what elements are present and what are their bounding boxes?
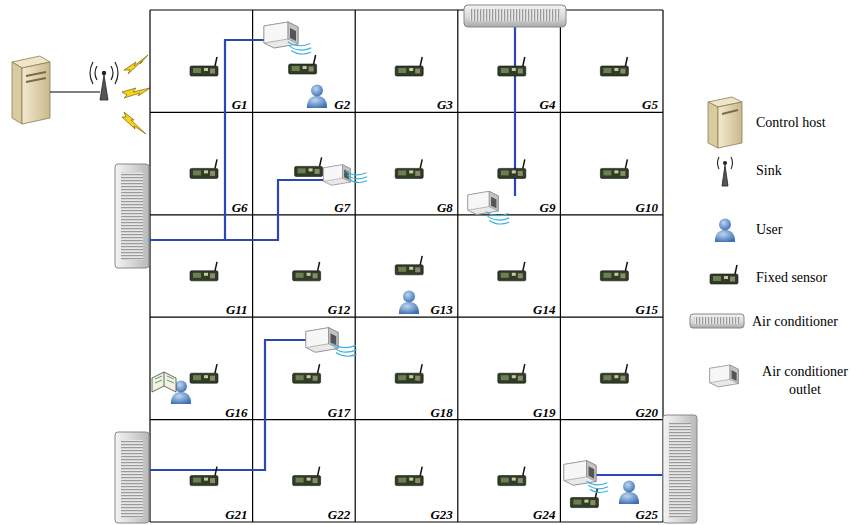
legend-ac-icon	[690, 314, 744, 328]
air-outlet	[264, 22, 311, 54]
grid-cell: G10	[560, 112, 663, 214]
legend-sink-icon	[718, 157, 733, 186]
cell-label: G9	[540, 201, 556, 214]
cell-label: G17	[328, 406, 350, 419]
grid-cell: G9	[458, 112, 561, 214]
cell-label: G10	[636, 201, 658, 214]
grid-cell: G16	[150, 317, 253, 419]
legend-user-icon	[715, 219, 735, 242]
legend-text: Control host	[756, 114, 864, 132]
grid-cell: G19	[458, 317, 561, 419]
cell-label: G7	[334, 201, 350, 214]
grid-cell: G5	[560, 10, 663, 112]
grid-cell: G24	[458, 420, 561, 522]
cell-label: G22	[328, 508, 350, 521]
user-icon	[399, 291, 419, 314]
user-with-book	[152, 372, 191, 404]
wireless-bolts	[122, 55, 150, 134]
air-outlet	[564, 461, 608, 493]
cell-label: G2	[334, 98, 350, 111]
air-conditioner	[464, 5, 566, 27]
air-outlet	[324, 165, 368, 186]
air-conditioner	[115, 432, 149, 523]
user-icon	[307, 85, 327, 108]
grid-cell: G20	[560, 317, 663, 419]
cell-label: G14	[533, 303, 555, 316]
fixed-sensors	[190, 55, 628, 508]
grid-cell: G23	[355, 420, 458, 522]
grid-cell: G22	[253, 420, 356, 522]
cell-label: G18	[430, 406, 452, 419]
grid-cell: G3	[355, 10, 458, 112]
grid-cell: G11	[150, 215, 253, 317]
cell-label: G21	[225, 508, 247, 521]
grid-cell: G12	[253, 215, 356, 317]
cell-label: G15	[636, 303, 658, 316]
sink-antenna	[90, 62, 118, 100]
cell-label: G23	[430, 508, 452, 521]
grid-cell: G18	[355, 317, 458, 419]
cell-label: G20	[636, 406, 658, 419]
cell-label: G16	[225, 406, 247, 419]
grid-cell: G17	[253, 317, 356, 419]
air-conditioner	[115, 164, 149, 268]
cell-label: G1	[232, 98, 248, 111]
grid-cell: G8	[355, 112, 458, 214]
cell-label: G8	[437, 201, 453, 214]
cell-label: G4	[540, 98, 556, 111]
cell-label: G12	[328, 303, 350, 316]
user-icon	[619, 481, 639, 504]
grid-cell: G1	[150, 10, 253, 112]
grid-cell: G4	[458, 10, 561, 112]
cell-label: G19	[533, 406, 555, 419]
room-grid	[150, 10, 663, 522]
grid-cell: G15	[560, 215, 663, 317]
cell-label: G24	[533, 508, 555, 521]
grid-cell: G25	[560, 420, 663, 522]
cell-label: G3	[437, 98, 453, 111]
air-conditioner	[663, 415, 697, 523]
legend-text: Fixed sensor	[756, 269, 864, 287]
cell-label: G11	[226, 303, 248, 316]
grid-cell: G6	[150, 112, 253, 214]
legend-sensor-icon	[710, 265, 738, 284]
grid-cell: G2	[253, 10, 356, 112]
legend-text: Air conditioner	[752, 313, 864, 331]
legend-text: User	[756, 221, 864, 239]
control-host	[12, 56, 50, 124]
legend-text: Air conditioner outlet	[748, 363, 862, 398]
cell-label: G6	[232, 201, 248, 214]
air-outlet	[468, 191, 509, 224]
cell-label: G13	[430, 303, 452, 316]
grid-cell: G14	[458, 215, 561, 317]
host-cable	[50, 92, 100, 93]
air-duct	[148, 25, 663, 475]
legend-outlet-icon	[710, 365, 739, 387]
cell-label: G5	[642, 98, 658, 111]
grid-cell: G21	[150, 420, 253, 522]
grid-cell: G7	[253, 112, 356, 214]
grid-cell: G13	[355, 215, 458, 317]
air-outlet	[306, 328, 357, 357]
cell-label: G25	[636, 508, 658, 521]
legend-host-icon	[708, 97, 742, 148]
legend-text: Sink	[756, 162, 864, 180]
